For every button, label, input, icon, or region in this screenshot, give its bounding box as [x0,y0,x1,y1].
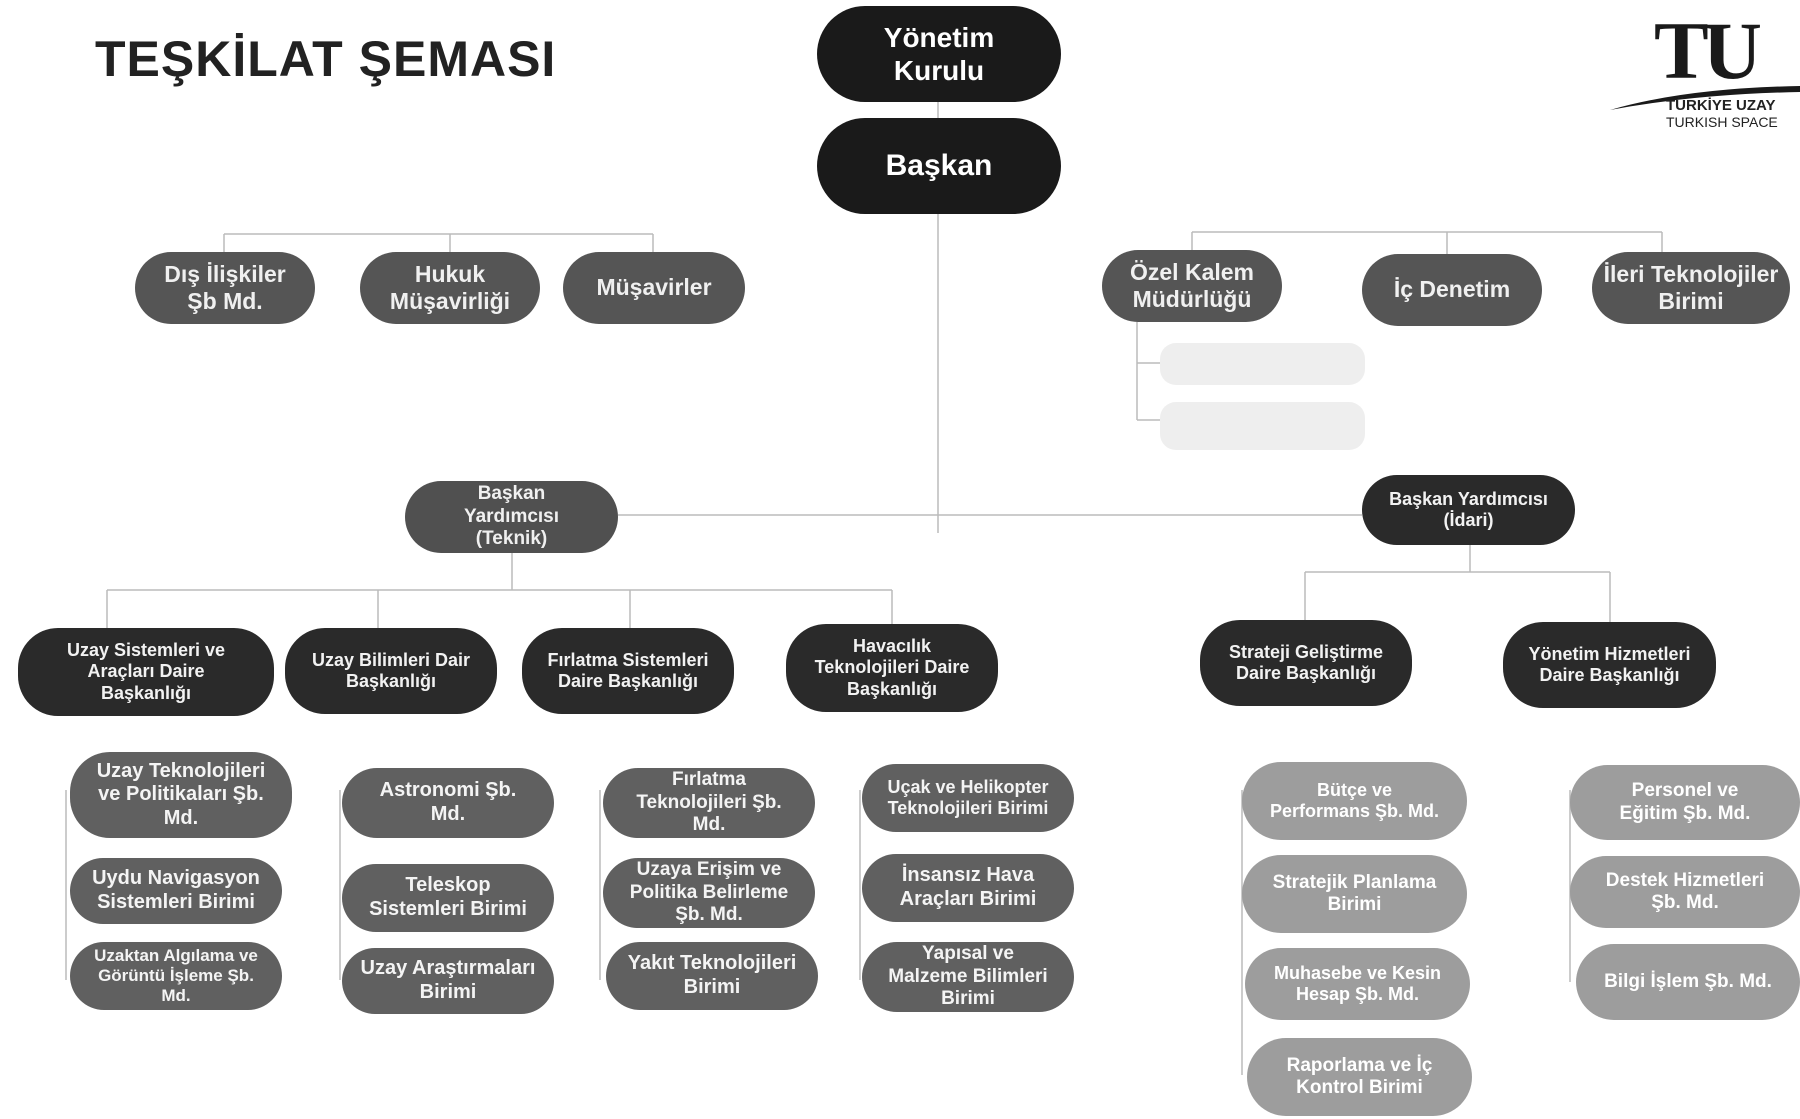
musavirler-node: Müşavirler [563,252,745,324]
dis-iliskiler-node: Dış İlişkiler Şb Md. [135,252,315,324]
yonetim-hizmetleri-node: Yönetim Hizmetleri Daire Başkanlığı [1503,622,1716,708]
firlatma-sistemleri-node: Fırlatma Sistemleri Daire Başkanlığı [522,628,734,714]
unit-node: Fırlatma Teknolojileri Şb. Md. [603,768,815,838]
havacilik-node: Havacılık Teknolojileri Daire Başkanlığı [786,624,998,712]
unit-node: Uzay Teknolojileri ve Politikaları Şb. M… [70,752,292,838]
ic-denetim-node: İç Denetim [1362,254,1542,326]
ozel-kalem-node: Özel Kalem Müdürlüğü [1102,250,1282,322]
logo-swoosh-icon [1610,86,1800,110]
unit-node: Uydu Navigasyon Sistemleri Birimi [70,858,282,924]
unit-node: Bilgi İşlem Şb. Md. [1576,944,1800,1020]
unit-node: Uzaya Erişim ve Politika Belirleme Şb. M… [603,858,815,928]
unit-node: Uzaktan Algılama ve Görüntü İşleme Şb. M… [70,942,282,1010]
unit-node: İnsansız Hava Araçları Birimi [862,854,1074,922]
unit-node: Personel ve Eğitim Şb. Md. [1570,765,1800,840]
logo-text-tr: TÜRKİYE UZAY [1666,97,1776,114]
faded-box [1160,343,1365,385]
unit-node: Astronomi Şb. Md. [342,768,554,838]
vp-teknik-node: Başkan Yardımcısı (Teknik) [405,481,618,553]
hukuk-node: Hukuk Müşavirliği [360,252,540,324]
agency-logo: TU TÜRKİYE UZAY TURKISH SPACE [1606,10,1800,135]
president-node: Başkan [817,118,1061,214]
vp-idari-node: Başkan Yardımcısı (İdari) [1362,475,1575,545]
ileri-teknolojiler-node: İleri Teknolojiler Birimi [1592,252,1790,324]
unit-node: Uzay Araştırmaları Birimi [342,948,554,1014]
board-node: Yönetim Kurulu [817,6,1061,102]
unit-node: Yapısal ve Malzeme Bilimleri Birimi [862,942,1074,1012]
unit-node: Teleskop Sistemleri Birimi [342,864,554,932]
strateji-node: Strateji Geliştirme Daire Başkanlığı [1200,620,1412,706]
logo-text-en: TURKISH SPACE [1666,114,1778,130]
uzay-sistemleri-node: Uzay Sistemleri ve Araçları Daire Başkan… [18,628,274,716]
logo-mark: TU [1654,10,1762,96]
unit-node: Uçak ve Helikopter Teknolojileri Birimi [862,764,1074,832]
unit-node: Bütçe ve Performans Şb. Md. [1242,762,1467,840]
faded-box [1160,402,1365,450]
unit-node: Destek Hizmetleri Şb. Md. [1570,856,1800,928]
unit-node: Muhasebe ve Kesin Hesap Şb. Md. [1245,948,1470,1020]
unit-node: Stratejik Planlama Birimi [1242,855,1467,933]
unit-node: Raporlama ve İç Kontrol Birimi [1247,1038,1472,1116]
chart-title: TEŞKİLAT ŞEMASI [95,31,557,87]
uzay-bilimleri-node: Uzay Bilimleri Dair Başkanlığı [285,628,497,714]
unit-node: Yakıt Teknolojileri Birimi [606,942,818,1010]
